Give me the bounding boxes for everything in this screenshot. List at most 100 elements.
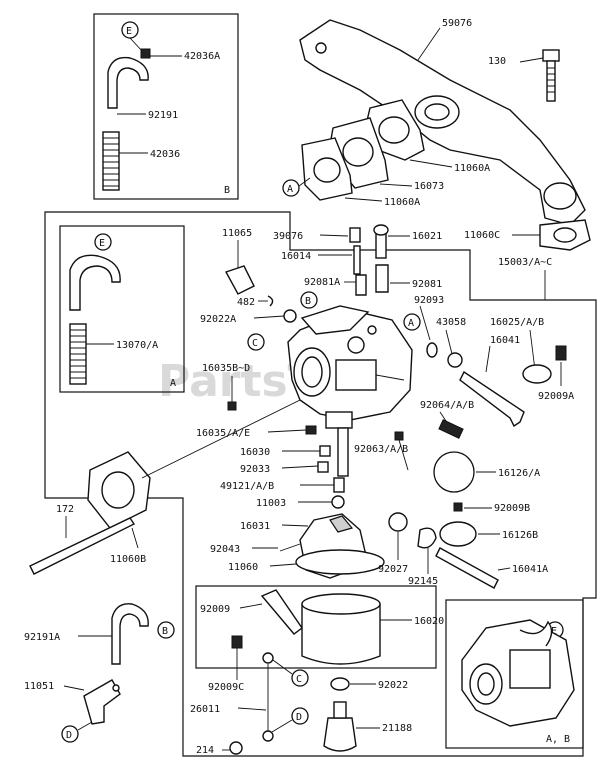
part-16021[interactable]: 16021	[412, 231, 442, 242]
part-92063[interactable]: 92063/A/B	[354, 444, 408, 455]
part-42036[interactable]: 42036	[150, 149, 180, 160]
nozzle-49121-shape[interactable]	[333, 477, 345, 493]
part-92033-shape[interactable]	[317, 461, 329, 473]
part-92145[interactable]: 92145	[408, 576, 438, 587]
washer-92027-shape[interactable]	[388, 512, 408, 532]
part-39076-shape[interactable]	[349, 227, 361, 243]
stud-42036-shape[interactable]	[102, 131, 120, 191]
filter-11065-shape[interactable]	[224, 265, 255, 295]
part-92191[interactable]: 92191	[148, 110, 178, 121]
part-16030[interactable]: 16030	[240, 447, 270, 458]
part-16025[interactable]: 16025/A/B	[490, 317, 544, 328]
part-16030-shape[interactable]	[319, 445, 331, 457]
part-11060A-2[interactable]: 11060A	[384, 197, 420, 208]
screw-214-shape[interactable]	[229, 741, 243, 755]
part-92009A[interactable]: 92009A	[538, 391, 574, 402]
part-92081A[interactable]: 92081A	[304, 277, 340, 288]
stud-172-shape[interactable]	[29, 517, 136, 575]
screw-92009-shape[interactable]	[260, 589, 303, 635]
part-130[interactable]: 130	[488, 56, 506, 67]
part-92081[interactable]: 92081	[412, 279, 442, 290]
callout-c-carb[interactable]	[247, 333, 265, 351]
plug-92063-shape[interactable]	[394, 431, 404, 441]
throttle-plate-16126-shape[interactable]	[433, 451, 475, 493]
callout-c-lower[interactable]	[291, 669, 309, 687]
part-16035B[interactable]: 16035B~D	[202, 363, 250, 374]
shaft-16041a-shape[interactable]	[435, 547, 499, 589]
clip-482-shape[interactable]	[267, 295, 274, 307]
part-92191A[interactable]: 92191A	[24, 632, 60, 643]
part-49121[interactable]: 49121/A/B	[220, 481, 274, 492]
part-11060B[interactable]: 11060B	[110, 554, 146, 565]
part-26011[interactable]: 26011	[190, 704, 220, 715]
part-92022A[interactable]: 92022A	[200, 314, 236, 325]
screw-92009b-shape[interactable]	[453, 502, 463, 512]
bracket-11051-shape[interactable]	[83, 679, 121, 725]
bolt-130-head[interactable]	[542, 49, 560, 62]
tube-49121-shape[interactable]	[337, 427, 349, 477]
callout-a-carb[interactable]	[403, 313, 421, 331]
part-482[interactable]: 482	[237, 297, 255, 308]
part-16041[interactable]: 16041	[490, 335, 520, 346]
gasket-11060-shape[interactable]	[295, 549, 385, 575]
part-172[interactable]: 172	[56, 504, 74, 515]
spring-92081-shape[interactable]	[375, 264, 389, 293]
callout-e-inset-a[interactable]	[94, 233, 112, 251]
hose-inset-a[interactable]	[69, 254, 121, 311]
hose-92191a-shape[interactable]	[111, 603, 149, 665]
screw-92009c-shape[interactable]	[231, 635, 243, 649]
part-16020[interactable]: 16020	[414, 616, 444, 627]
part-42036A[interactable]: 42036A	[184, 51, 220, 62]
part-43058[interactable]: 43058	[436, 317, 466, 328]
part-16031[interactable]: 16031	[240, 521, 270, 532]
part-92009B[interactable]: 92009B	[494, 503, 530, 514]
part-11060C[interactable]: 11060C	[464, 230, 500, 241]
part-92033[interactable]: 92033	[240, 464, 270, 475]
callout-d-link[interactable]	[291, 707, 309, 725]
seal-43058-shape[interactable]	[447, 352, 463, 368]
hose-92191-shape[interactable]	[107, 56, 149, 109]
part-11060A-1[interactable]: 11060A	[454, 163, 490, 174]
part-11051[interactable]: 11051	[24, 681, 54, 692]
link-26011-top[interactable]	[262, 652, 274, 664]
part-11003[interactable]: 11003	[256, 498, 286, 509]
screw-92064-shape[interactable]	[438, 419, 464, 439]
part-16035[interactable]: 16035/A/E	[196, 428, 250, 439]
part-92022[interactable]: 92022	[378, 680, 408, 691]
part-16041A[interactable]: 16041A	[512, 564, 548, 575]
part-92064[interactable]: 92064/A/B	[420, 400, 474, 411]
part-92043[interactable]: 92043	[210, 544, 240, 555]
shaft-16041-shape[interactable]	[459, 370, 525, 428]
plate-16025-shape[interactable]	[522, 364, 552, 384]
jet-16035-shape[interactable]	[305, 425, 317, 435]
part-16073[interactable]: 16073	[414, 181, 444, 192]
spring-92081a-shape[interactable]	[355, 274, 367, 296]
screw-92009a-shape[interactable]	[555, 345, 567, 361]
plate-16126b-shape[interactable]	[439, 521, 477, 547]
part-16126B[interactable]: 16126B	[502, 530, 538, 541]
solenoid-21188-shape[interactable]	[323, 717, 357, 752]
part-11065[interactable]: 11065	[222, 228, 252, 239]
part-92093[interactable]: 92093	[414, 295, 444, 306]
washer-92022-shape[interactable]	[330, 677, 350, 691]
needle-16014-shape[interactable]	[353, 245, 361, 275]
part-92009C[interactable]: 92009C	[208, 682, 244, 693]
part-16014[interactable]: 16014	[281, 251, 311, 262]
callout-a-manifold[interactable]	[282, 179, 300, 197]
part-39076[interactable]: 39076	[273, 231, 303, 242]
part-92009[interactable]: 92009	[200, 604, 230, 615]
jet-16035b-shape[interactable]	[227, 401, 237, 411]
washer-92022a-shape[interactable]	[283, 309, 297, 323]
callout-d-lower[interactable]	[61, 725, 79, 743]
part-16126[interactable]: 16126/A	[498, 468, 540, 479]
spring-92145-shape[interactable]	[417, 527, 437, 549]
callout-b-carb[interactable]	[300, 291, 318, 309]
part-59076[interactable]: 59076	[442, 18, 472, 29]
part-21188[interactable]: 21188	[382, 723, 412, 734]
oring-92093-shape[interactable]	[426, 342, 438, 358]
part-92027[interactable]: 92027	[378, 564, 408, 575]
callout-b-lower[interactable]	[157, 621, 175, 639]
part-13070[interactable]: 13070/A	[116, 340, 158, 351]
carburetor-body[interactable]	[287, 305, 413, 429]
seal-11003-shape[interactable]	[331, 495, 345, 509]
